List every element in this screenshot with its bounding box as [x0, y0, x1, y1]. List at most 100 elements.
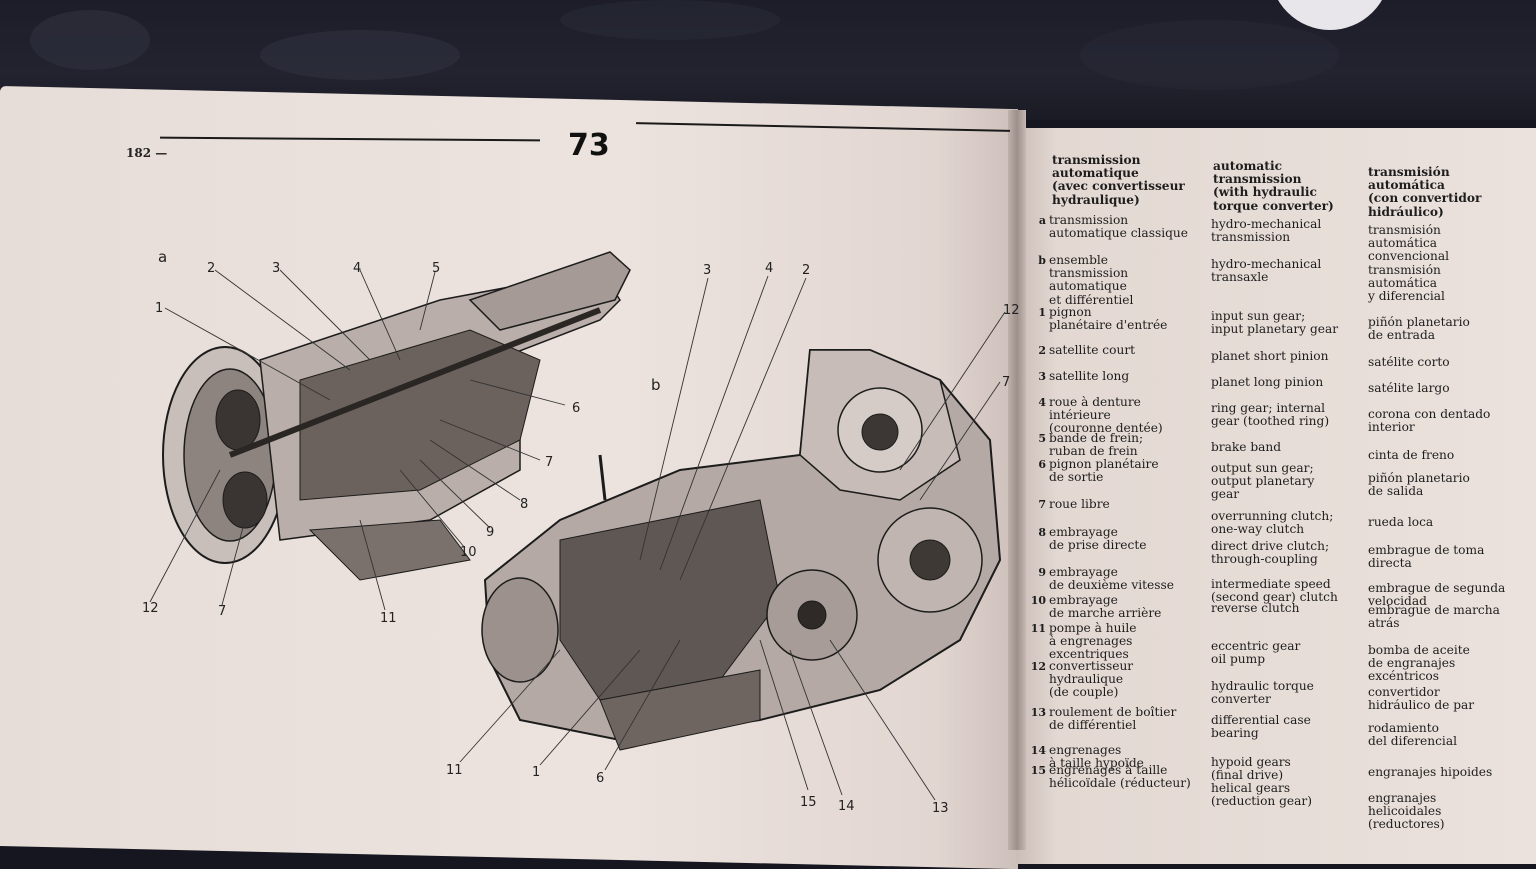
entry-french: pignon planétaire d'entrée	[1049, 305, 1168, 333]
callout-b-15: 15	[800, 795, 817, 810]
entry-english: planet short pinion	[1211, 349, 1329, 363]
entry-french: roulement de boîtier de différentiel	[1049, 705, 1177, 733]
entry-number: 13	[1030, 706, 1046, 719]
entry-spanish: embrague de segunda velocidad	[1368, 581, 1506, 609]
callout-b-3: 3	[703, 263, 711, 278]
fabric-fold	[260, 30, 460, 80]
callout-a-3: 3	[272, 261, 280, 276]
dipstick	[598, 454, 607, 501]
entry-number: 15	[1030, 764, 1046, 777]
callout-a-12: 12	[142, 601, 159, 616]
impeller	[222, 471, 268, 529]
callout-a-6: 6	[572, 401, 580, 416]
entry-french: transmission automatique classique	[1049, 213, 1188, 241]
entry-french: satellite long	[1049, 369, 1130, 383]
entry-spanish: engranajes helicoidales (reductores)	[1368, 791, 1445, 832]
entry-english: helical gears (reduction gear)	[1211, 781, 1312, 809]
fabric-fold	[30, 10, 150, 70]
fabric-fold	[560, 0, 780, 40]
callout-b-14: 14	[838, 799, 855, 814]
entry-spanish: piñón planetario de salida	[1368, 471, 1470, 499]
entry-number: 8	[1038, 526, 1046, 539]
turbine	[215, 389, 261, 451]
entry-spanish: piñón planetario de entrada	[1368, 315, 1470, 343]
entry-spanish: engranajes hipoides	[1368, 765, 1493, 779]
entry-english: direct drive clutch; through-coupling	[1211, 539, 1330, 567]
entry-french: satellite court	[1049, 343, 1136, 357]
callout-a-10: 10	[460, 545, 477, 560]
fabric-fold	[1080, 20, 1340, 90]
entry-spanish: satélite largo	[1368, 381, 1450, 395]
entry-english: ring gear; internal gear (toothed ring)	[1211, 401, 1330, 429]
entry-spanish: rodamiento del diferencial	[1368, 721, 1457, 749]
entry-spanish: corona con dentado interior	[1368, 407, 1491, 435]
converter-hub	[861, 413, 899, 451]
entry-spanish: bomba de aceite de engranajes excéntrico…	[1368, 643, 1470, 684]
callout-b-1: 1	[532, 765, 540, 780]
entry-french: roue libre	[1049, 497, 1110, 511]
entry-french: roue à denture intérieure (couronne dent…	[1049, 395, 1163, 436]
callout-b-7: 7	[1002, 375, 1010, 390]
tail-housing	[468, 251, 631, 331]
book-spine	[1008, 110, 1026, 850]
entry-french: engrenages à taille hélicoïdale (réducte…	[1049, 763, 1191, 791]
column-header-french: transmission automatique (avec convertis…	[1052, 153, 1185, 207]
callout-a-9: 9	[486, 525, 494, 540]
entry-french: pignon planétaire de sortie	[1049, 457, 1159, 485]
figure-a-leader-lines	[149, 269, 566, 611]
callout-a-7b: 7	[218, 604, 226, 619]
entry-spanish: rueda loca	[1368, 515, 1434, 529]
differential-center	[797, 600, 827, 630]
callout-a-8: 8	[520, 497, 528, 512]
callout-a-1: 1	[155, 301, 163, 316]
entry-english: output sun gear; output planetary gear	[1211, 461, 1315, 502]
entry-english: overrunning clutch; one-way clutch	[1211, 509, 1334, 537]
entry-number: 4	[1038, 396, 1046, 409]
entry-english: reverse clutch	[1211, 601, 1300, 615]
entry-french: embrayage de deuxième vitesse	[1049, 565, 1174, 593]
callout-b-2: 2	[802, 263, 810, 278]
entry-spanish: satélite corto	[1368, 355, 1450, 369]
entry-number: a	[1038, 214, 1046, 227]
callout-a-5: 5	[432, 261, 440, 276]
column-header-english: automatic transmission (with hydraulic t…	[1213, 159, 1334, 213]
entry-english: planet long pinion	[1211, 375, 1324, 389]
right-page	[1016, 128, 1536, 864]
figure-b-callouts: 3 4 2 12 7 11 1 6 15 14 13	[446, 261, 1020, 816]
entry-english: eccentric gear oil pump	[1211, 639, 1301, 667]
callout-b-13: 13	[932, 801, 949, 816]
valve-body	[599, 669, 761, 751]
callout-b-6: 6	[596, 771, 604, 786]
entry-spanish: cinta de freno	[1368, 448, 1455, 462]
entry-number: 2	[1038, 344, 1046, 357]
entry-english: intermediate speed (second gear) clutch	[1211, 577, 1338, 605]
entry-english: differential case bearing	[1211, 713, 1311, 741]
entry-french: convertisseur hydraulique (de couple)	[1049, 659, 1134, 700]
callout-b-4: 4	[765, 261, 773, 276]
output-shaft	[228, 307, 602, 458]
entry-number: 5	[1038, 432, 1046, 445]
callout-b-12: 12	[1003, 303, 1020, 318]
glossary: transmission automatique (avec convertis…	[1030, 152, 1536, 864]
entry-number: 3	[1038, 370, 1046, 383]
callout-a-11: 11	[380, 611, 397, 626]
page-number: 182 —	[126, 146, 168, 160]
entry-english: input sun gear; input planetary gear	[1211, 309, 1339, 337]
entry-number: 12	[1030, 660, 1046, 673]
chapter-number: 73	[568, 128, 610, 163]
entry-spanish: embrague de marcha atrás	[1368, 603, 1500, 631]
entry-spanish: convertidor hidráulico de par	[1368, 685, 1475, 713]
ring-gear-hub	[909, 539, 951, 581]
entry-french: pompe à huile à engrenages excentriques	[1049, 621, 1137, 662]
callout-b-11: 11	[446, 763, 463, 778]
entry-spanish: transmisión automática y diferencial	[1368, 263, 1445, 304]
entry-number: 6	[1038, 458, 1046, 471]
entry-spanish: transmisión automática convencional	[1368, 223, 1450, 264]
oil-pan	[308, 519, 471, 581]
pump-cover	[481, 577, 559, 683]
entry-french: engrenages à taille hypoïde	[1049, 743, 1144, 771]
entry-french: embrayage de prise directe	[1049, 525, 1147, 553]
column-header-spanish: transmisión automática (con convertidor …	[1368, 165, 1482, 219]
callout-a-2: 2	[207, 261, 215, 276]
